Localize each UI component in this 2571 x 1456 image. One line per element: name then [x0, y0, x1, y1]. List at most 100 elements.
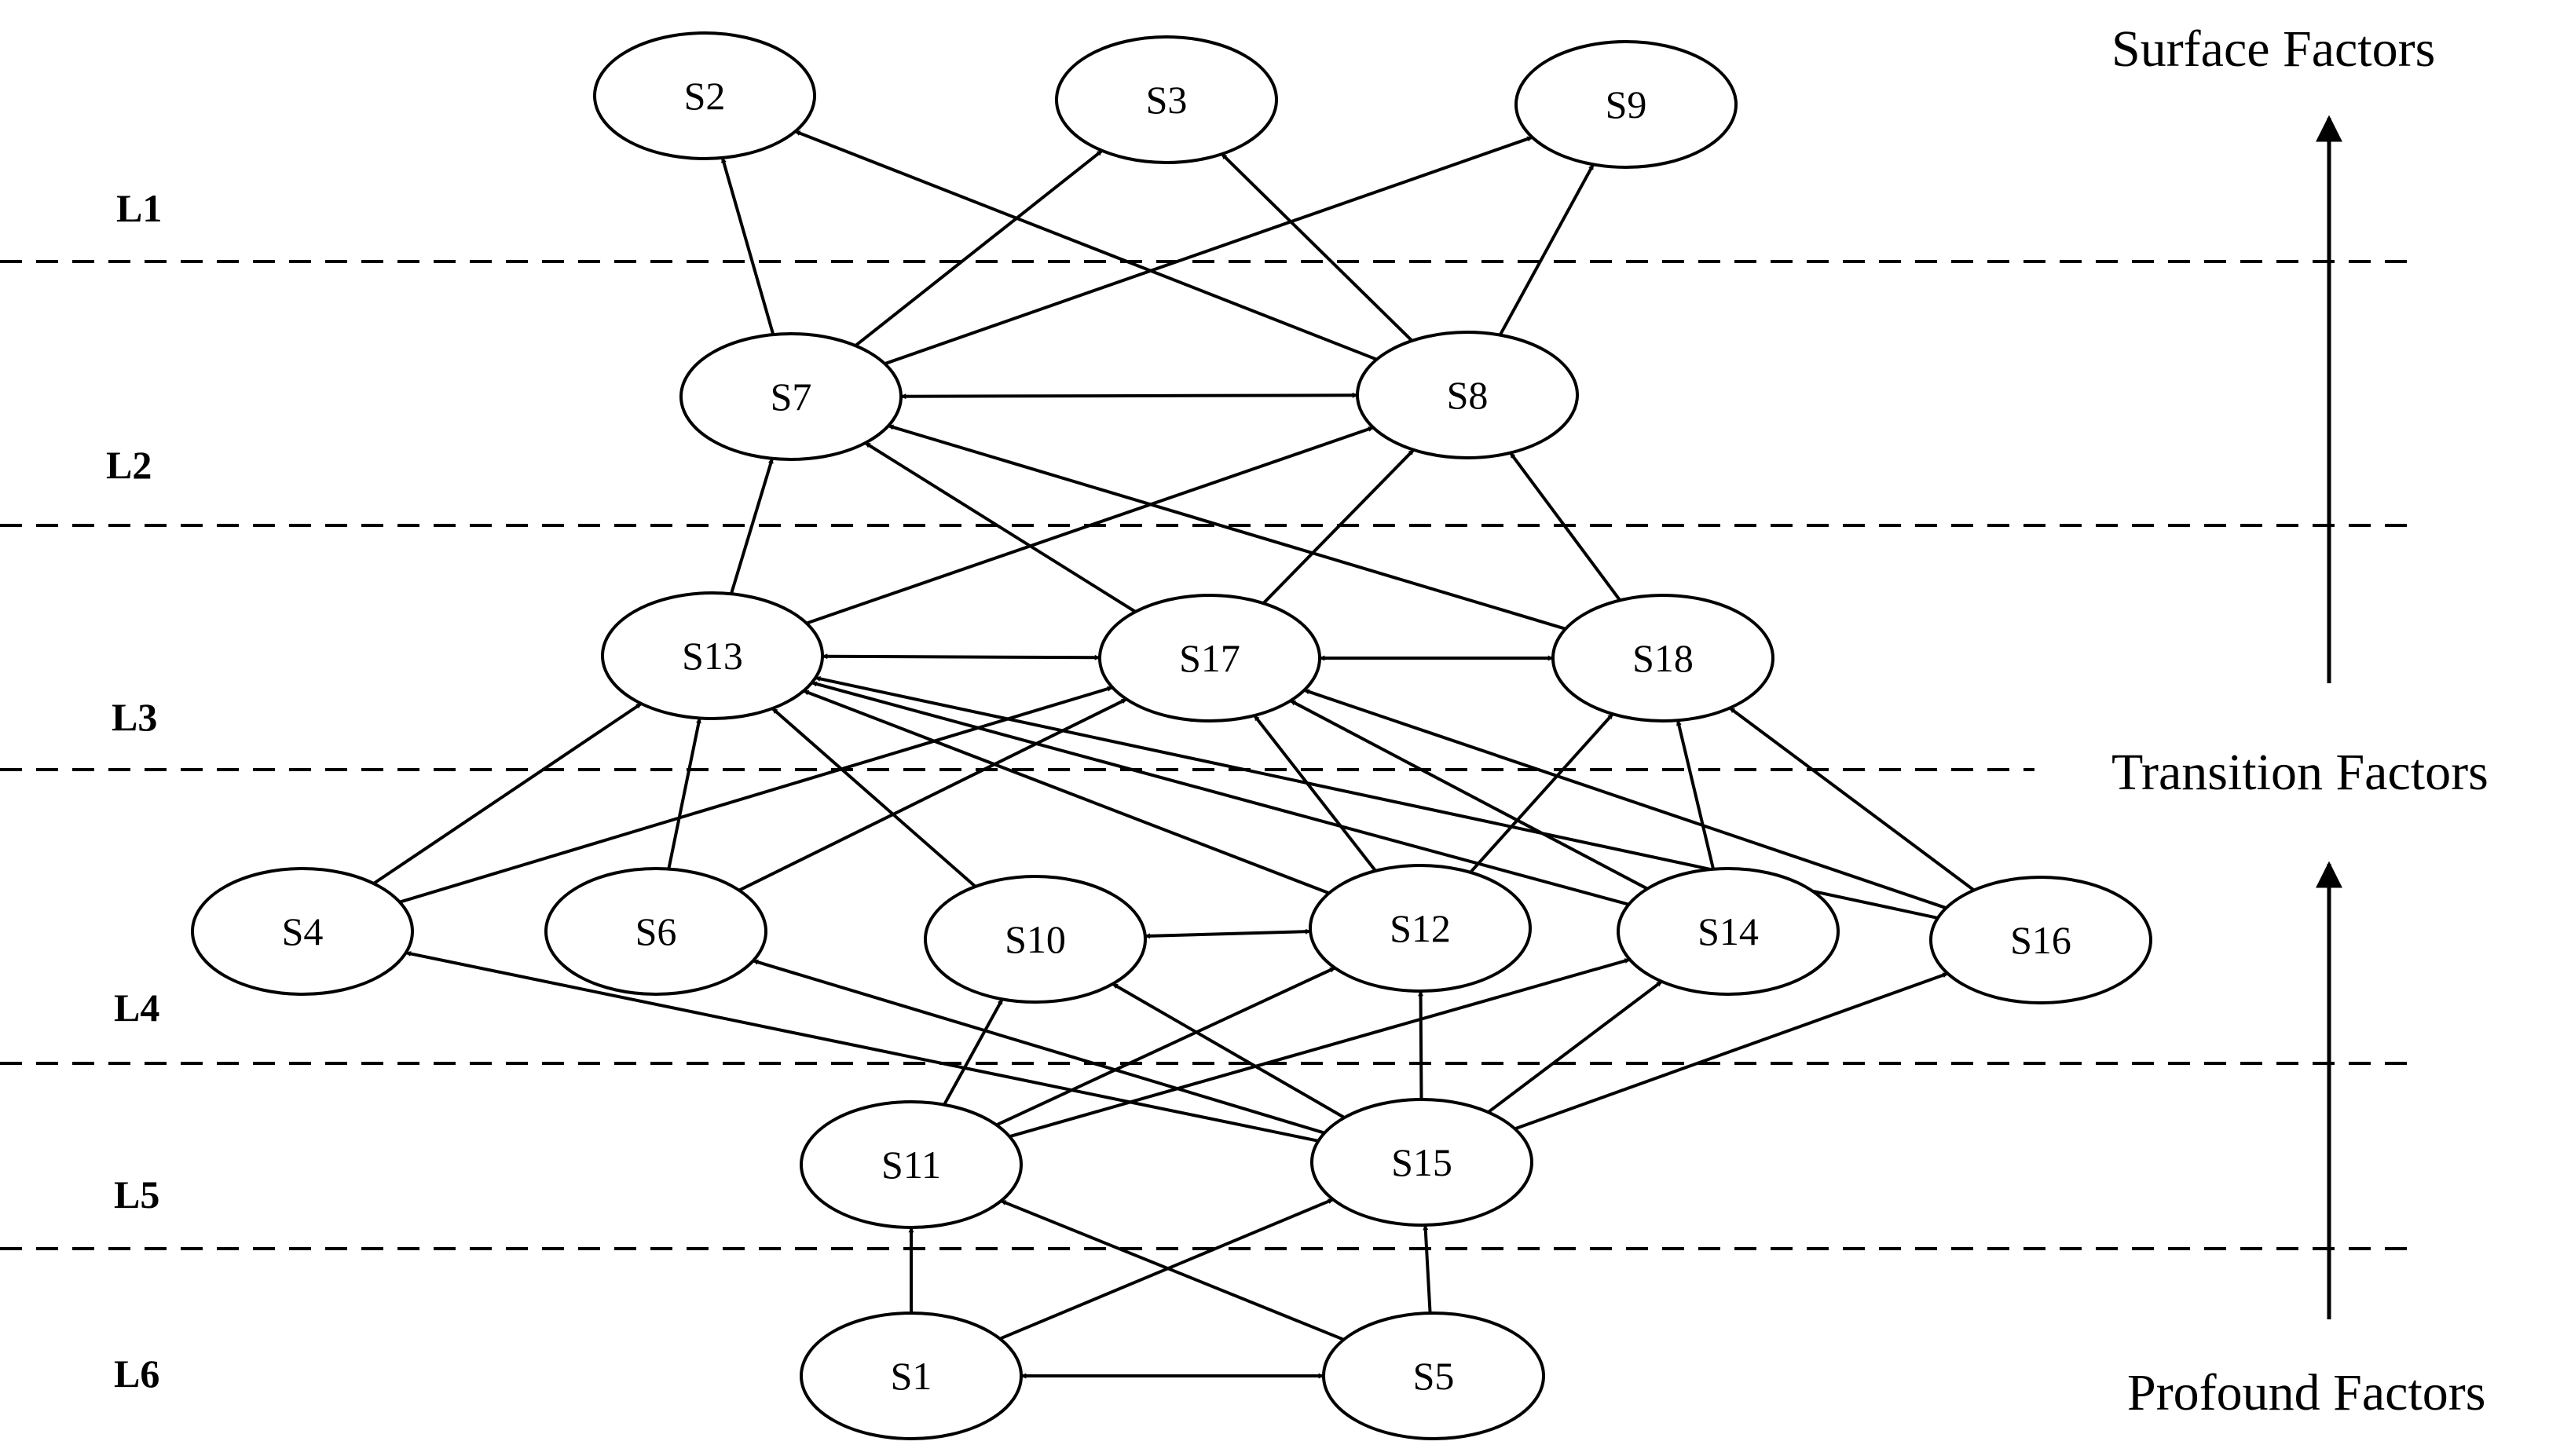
edge-s18-s8 [1509, 452, 1621, 602]
node-ellipse [1551, 594, 1774, 723]
node-label: S8 [1447, 373, 1489, 417]
edge-s15-s6 [753, 959, 1325, 1135]
node-label: S16 [2010, 918, 2071, 962]
node-ellipse [1617, 867, 1840, 996]
node-ellipse [1322, 1311, 1545, 1440]
edge-s12-s13 [803, 689, 1330, 895]
level-label-l2: L2 [106, 443, 152, 487]
level-dividers [0, 260, 2421, 1250]
surface-factors-label: Surface Factors [2111, 20, 2435, 78]
node-s10: S10 [924, 875, 1147, 1004]
node-s17: S17 [1098, 594, 1321, 723]
node-label: S3 [1146, 78, 1188, 122]
level-label-l6: L6 [114, 1352, 159, 1396]
edge-s16-s17 [1303, 688, 1947, 910]
node-ellipse [1309, 864, 1532, 993]
edge-s8-s9 [1498, 163, 1595, 336]
level-label-l1: L1 [116, 186, 162, 230]
edge-s5-s15 [1423, 1224, 1432, 1314]
node-ellipse [601, 591, 824, 720]
node-label: S5 [1413, 1354, 1455, 1398]
node-s9: S9 [1514, 40, 1738, 169]
node-label: S15 [1391, 1140, 1452, 1184]
node-s2: S2 [593, 31, 816, 160]
edge-s18-s7 [888, 424, 1566, 631]
node-s5: S5 [1322, 1311, 1545, 1440]
node-s1: S1 [800, 1311, 1023, 1440]
node-ellipse [800, 1311, 1023, 1440]
edge-s10-s13 [771, 707, 977, 888]
node-s8: S8 [1356, 331, 1579, 459]
edge-s10-s12 [1144, 928, 1311, 939]
edge-s14-s18 [1676, 719, 1716, 870]
node-ellipse [593, 31, 816, 160]
edge-s15-s14 [1487, 980, 1663, 1114]
node-label: S1 [891, 1354, 932, 1398]
node-s16: S16 [1929, 876, 2152, 1004]
edges [372, 130, 1976, 1379]
edge-s7-s2 [720, 157, 775, 335]
node-s11: S11 [800, 1100, 1023, 1229]
node-s14: S14 [1617, 867, 1840, 996]
node-label: S9 [1606, 82, 1647, 126]
edge-s13-s8 [806, 426, 1374, 625]
edge-s12-s18 [1469, 712, 1614, 874]
edge-s15-s12 [1418, 990, 1424, 1100]
node-ellipse [1098, 594, 1321, 723]
edge-s7-s9 [884, 135, 1533, 366]
node-label: S12 [1390, 906, 1451, 950]
edge-s13-s7 [729, 458, 775, 594]
level-labels: L1 L2 L3 L4 L5 L6 [106, 186, 162, 1396]
node-label: S18 [1632, 636, 1694, 680]
edge-s14-s17 [1289, 699, 1649, 891]
edge-s4-s17 [399, 686, 1113, 904]
node-label: S17 [1179, 636, 1240, 680]
node-s4: S4 [191, 867, 414, 996]
node-s13: S13 [601, 591, 824, 720]
node-label: S6 [635, 909, 677, 953]
edge-s17-s7 [864, 441, 1137, 613]
edge-s13-s17 [822, 653, 1101, 660]
factor-scale: Surface Factors Transition Factors Profo… [2111, 20, 2489, 1421]
edge-s8-s3 [1220, 152, 1414, 342]
edge-s11-s10 [943, 998, 1004, 1106]
level-label-l4: L4 [114, 986, 159, 1030]
node-label: S11 [881, 1143, 941, 1187]
edge-s15-s4 [405, 951, 1319, 1143]
node-ellipse [800, 1100, 1023, 1229]
node-label: S10 [1005, 917, 1066, 961]
transition-factors-label: Transition Factors [2111, 744, 2489, 801]
node-ellipse [191, 867, 414, 996]
node-label: S2 [684, 74, 726, 118]
node-ellipse [1514, 40, 1738, 169]
profound-factors-label: Profound Factors [2127, 1364, 2485, 1421]
node-ellipse [1356, 331, 1579, 459]
edge-s17-s8 [1262, 448, 1416, 605]
edge-s12-s17 [1253, 714, 1377, 873]
node-ellipse [1055, 35, 1278, 164]
node-label: S13 [682, 634, 743, 678]
edge-s8-s2 [794, 130, 1378, 361]
node-label: S7 [771, 375, 812, 419]
edge-s15-s10 [1112, 982, 1346, 1119]
edge-s16-s18 [1728, 706, 1976, 892]
edge-s7-s3 [854, 149, 1104, 347]
node-s15: S15 [1310, 1098, 1533, 1227]
edge-s14-s13 [811, 681, 1630, 906]
level-label-l3: L3 [112, 695, 157, 739]
node-ellipse [1310, 1098, 1533, 1227]
node-label: S14 [1698, 909, 1759, 953]
edge-s7-s8 [900, 392, 1358, 400]
node-s6: S6 [544, 867, 767, 996]
node-ellipse [924, 875, 1147, 1004]
edge-s15-s16 [1514, 971, 1949, 1131]
node-ellipse [679, 332, 903, 461]
edge-s11-s12 [995, 966, 1336, 1127]
node-label: S4 [282, 909, 324, 953]
edge-s5-s11 [1000, 1199, 1345, 1341]
node-s12: S12 [1309, 864, 1532, 993]
node-ellipse [1929, 876, 2152, 1004]
edge-s6-s13 [667, 717, 701, 869]
node-s7: S7 [679, 332, 903, 461]
